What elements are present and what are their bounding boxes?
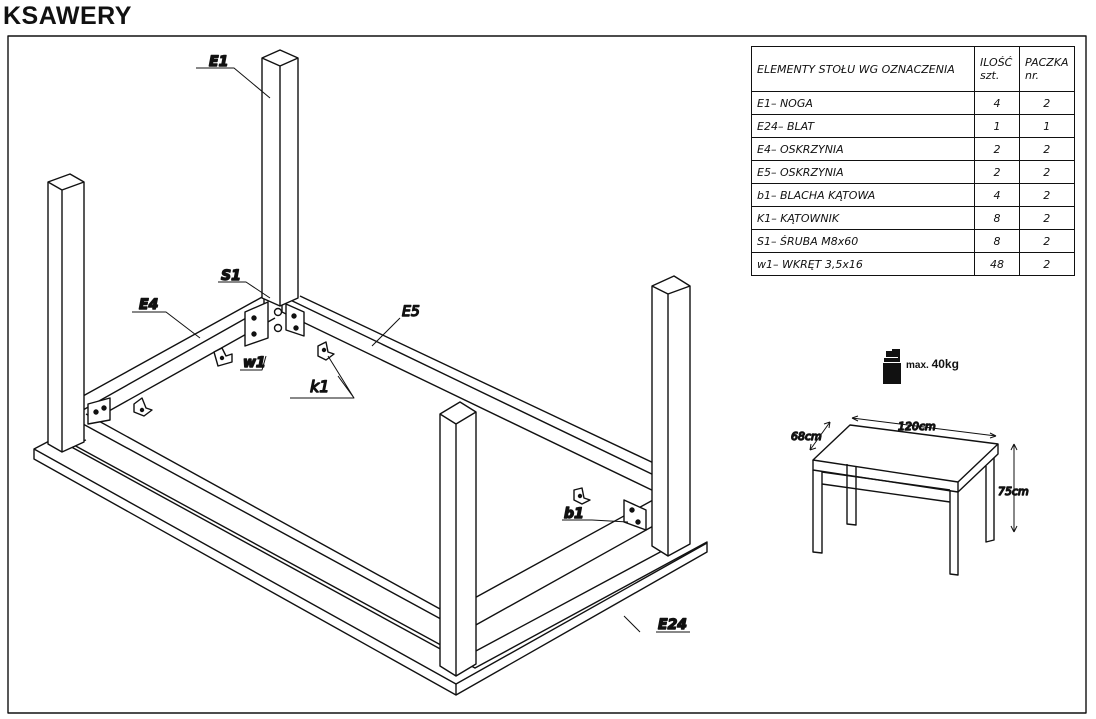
row-qty: 2: [974, 160, 1020, 184]
header-quantity-line2: szt.: [980, 69, 1000, 82]
row-name: w1– WKRĘT 3,5x16: [751, 252, 975, 276]
label-k1: k1: [310, 377, 329, 396]
table-row: E1– NOGA 4 2: [751, 91, 1075, 115]
label-e4: E4: [139, 297, 158, 313]
dimension-width: 120cm: [898, 420, 936, 433]
diagram-frame: [7, 35, 1087, 714]
label-e5: E5: [402, 304, 420, 320]
row-name: E1– NOGA: [751, 91, 975, 115]
label-b1: b1: [564, 506, 584, 522]
row-qty: 4: [974, 183, 1020, 207]
dimension-height: 75cm: [998, 485, 1029, 498]
row-name: b1– BLACHA KĄTOWA: [751, 183, 975, 207]
row-qty: 8: [974, 206, 1020, 230]
label-w1: w1: [243, 355, 266, 371]
corner-plate-b1: [87, 301, 647, 531]
leg-back-right-e1: [261, 49, 299, 307]
parts-table-header: ELEMENTY STOŁU WG OZNACZENIA ILOŚĆ szt. …: [751, 46, 1075, 92]
row-qty: 4: [974, 91, 1020, 115]
header-elements: ELEMENTY STOŁU WG OZNACZENIA: [751, 46, 975, 92]
row-qty: 1: [974, 114, 1020, 138]
row-name: S1– ŚRUBA M8x60: [751, 229, 975, 253]
label-s1: S1: [221, 268, 241, 284]
table-row: E5– OSKRZYNIA 2 2: [751, 160, 1075, 184]
header-package-line1: PACZKA: [1025, 56, 1069, 69]
header-package: PACZKA nr.: [1019, 46, 1075, 92]
table-row: S1– ŚRUBA M8x60 8 2: [751, 229, 1075, 253]
row-pkg: 2: [1019, 91, 1075, 115]
row-name: E5– OSKRZYNIA: [751, 160, 975, 184]
leg-back-left: [47, 173, 85, 453]
leg-front-right: [651, 275, 691, 557]
leader-lines: [132, 67, 690, 633]
table-row: w1– WKRĘT 3,5x16 48 2: [751, 252, 1075, 276]
max-load-value: 40kg: [931, 357, 959, 371]
table-row: b1– BLACHA KĄTOWA 4 2: [751, 183, 1075, 207]
row-pkg: 2: [1019, 252, 1075, 276]
table-top-e24: [33, 437, 708, 696]
apron-rails: [71, 295, 665, 653]
header-quantity: ILOŚĆ szt.: [974, 46, 1020, 92]
row-pkg: 2: [1019, 229, 1075, 253]
row-pkg: 2: [1019, 160, 1075, 184]
row-name: K1– KĄTOWNIK: [751, 206, 975, 230]
table-row: K1– KĄTOWNIK 8 2: [751, 206, 1075, 230]
weight-icon: [883, 349, 901, 384]
table-row: E24– BLAT 1 1: [751, 114, 1075, 138]
angle-brackets-k1: [133, 341, 591, 505]
label-e24: E24: [658, 617, 687, 633]
label-e1: E1: [209, 54, 228, 70]
page-title: KSAWERY: [3, 2, 132, 30]
dimension-lines: [809, 415, 1018, 533]
header-package-line2: nr.: [1025, 69, 1039, 82]
max-load: max. 40kg: [906, 357, 959, 371]
table-row: E4– OSKRZYNIA 2 2: [751, 137, 1075, 161]
table-overview-drawing: [812, 424, 999, 576]
row-qty: 2: [974, 137, 1020, 161]
row-qty: 48: [974, 252, 1020, 276]
parts-table: ELEMENTY STOŁU WG OZNACZENIA ILOŚĆ szt. …: [751, 46, 1075, 276]
row-pkg: 1: [1019, 114, 1075, 138]
leg-front-left: [439, 401, 477, 677]
row-qty: 8: [974, 229, 1020, 253]
row-pkg: 2: [1019, 206, 1075, 230]
max-load-prefix: max.: [906, 360, 929, 371]
dimension-depth: 68cm: [791, 430, 822, 443]
header-quantity-line1: ILOŚĆ: [980, 56, 1013, 69]
row-pkg: 2: [1019, 183, 1075, 207]
row-name: E4– OSKRZYNIA: [751, 137, 975, 161]
row-name: E24– BLAT: [751, 114, 975, 138]
row-pkg: 2: [1019, 137, 1075, 161]
